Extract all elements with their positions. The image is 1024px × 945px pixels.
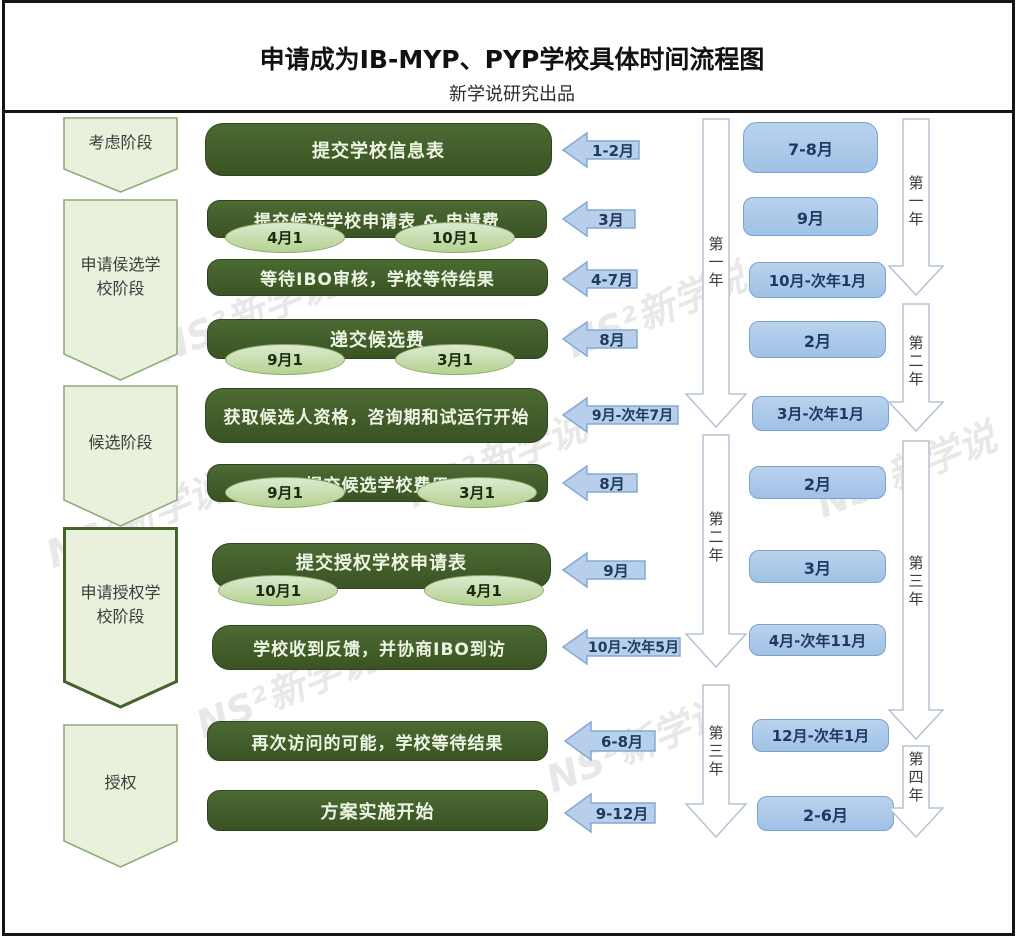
deadline-ellipse: 4月1 [424, 575, 544, 606]
year-label: 第二年 [906, 335, 925, 389]
year-label: 第三年 [906, 555, 925, 609]
month-arrow: 9月 [561, 551, 646, 589]
month-box: 4月-次年11月 [749, 624, 886, 656]
year-label: 第三年 [706, 725, 725, 779]
year-arrow-down [684, 684, 748, 839]
month-arrow-label: 8月 [599, 474, 625, 493]
page-title: 申请成为IB-MYP、PYP学校具体时间流程图 [259, 45, 765, 74]
month-arrow: 3月 [561, 200, 636, 238]
deadline-ellipse: 9月1 [225, 477, 345, 508]
deadline-ellipse: 9月1 [225, 344, 345, 375]
month-arrow-label: 9月-次年7月 [591, 408, 674, 424]
stage-chevron-candidate-application: 申请侯选学校阶段 [63, 199, 178, 381]
step-label: 递交候选费 [330, 330, 425, 351]
stage-chevron-authorization: 授权 [63, 724, 178, 868]
step-label: 方案实施开始 [320, 801, 435, 823]
deadline-ellipse: 10月1 [218, 575, 338, 606]
year-arrow-down [887, 118, 945, 297]
deadline-ellipse: 3月1 [395, 344, 515, 375]
year-label: 第二年 [706, 511, 725, 565]
month-box: 3月 [749, 550, 886, 583]
header-divider [2, 110, 1015, 113]
step-label: 提交授权学校申请表 [296, 553, 467, 574]
step-label: 获取候选人资格，咨询期和试运行开始 [223, 408, 530, 428]
month-arrow: 1-2月 [561, 131, 640, 169]
page-subtitle: 新学说研究出品 [449, 84, 575, 105]
month-arrow-label: 6-8月 [600, 732, 644, 751]
year-arrow-down [887, 745, 945, 839]
step-box: 等待IBO审核，学校等待结果 [207, 259, 548, 296]
month-arrow: 10月-次年5月 [561, 628, 681, 666]
month-box: 2月 [749, 321, 886, 358]
stage-label: 考虑阶段 [88, 133, 153, 152]
year-arrow-down [684, 118, 748, 429]
step-label: 提交学校信息表 [312, 140, 445, 162]
month-arrow-label: 8月 [599, 330, 625, 349]
month-arrow: 4-7月 [561, 260, 638, 298]
month-arrow-label: 9-12月 [595, 804, 649, 823]
month-arrow-label: 9月 [603, 561, 629, 580]
month-box: 7-8月 [743, 122, 878, 173]
month-arrow-label: 1-2月 [591, 141, 635, 160]
step-label: 等待IBO审核，学校等待结果 [260, 270, 495, 290]
step-box: 提交学校信息表 [205, 123, 552, 176]
month-box: 2月 [749, 466, 886, 499]
deadline-ellipse: 10月1 [395, 222, 515, 253]
step-box: 方案实施开始 [207, 790, 548, 831]
year-arrow-down [887, 440, 945, 741]
month-box: 9月 [743, 197, 878, 236]
stage-label: 授权 [104, 772, 137, 792]
year-arrow-down [887, 303, 945, 433]
month-arrow: 9-12月 [563, 792, 656, 834]
year-label: 第一年 [906, 175, 925, 229]
month-arrow: 9月-次年7月 [561, 396, 679, 434]
month-arrow: 8月 [561, 320, 638, 358]
year-label: 第一年 [706, 236, 725, 290]
month-arrow: 6-8月 [563, 720, 656, 762]
year-label: 第四年 [906, 751, 925, 805]
month-arrow-label: 10月-次年5月 [587, 640, 680, 656]
year-arrow-down [684, 434, 748, 669]
month-box: 2-6月 [757, 796, 894, 831]
step-box: 获取候选人资格，咨询期和试运行开始 [205, 388, 548, 443]
month-arrow: 8月 [561, 464, 638, 502]
stage-label: 候选阶段 [88, 432, 153, 452]
step-box: 学校收到反馈，并协商IBO到访 [212, 625, 547, 670]
month-arrow-label: 4-7月 [590, 270, 634, 289]
stage-label: 申请侯选学校阶段 [80, 254, 161, 298]
month-box: 3月-次年1月 [752, 396, 889, 431]
month-box: 12月-次年1月 [752, 719, 889, 752]
step-label: 再次访问的可能，学校等待结果 [251, 733, 504, 754]
stage-chevron-authorization-application: 申请授权学校阶段 [63, 527, 178, 709]
stage-chevron-consideration: 考虑阶段 [63, 117, 178, 193]
deadline-ellipse: 4月1 [225, 222, 345, 253]
month-arrow-label: 3月 [598, 210, 624, 229]
month-box: 10月-次年1月 [749, 262, 886, 298]
step-label: 学校收到反馈，并协商IBO到访 [253, 640, 506, 660]
deadline-ellipse: 3月1 [417, 477, 537, 508]
step-box: 再次访问的可能，学校等待结果 [207, 721, 548, 761]
stage-chevron-candidacy: 候选阶段 [63, 385, 178, 527]
stage-label: 申请授权学校阶段 [80, 582, 161, 626]
